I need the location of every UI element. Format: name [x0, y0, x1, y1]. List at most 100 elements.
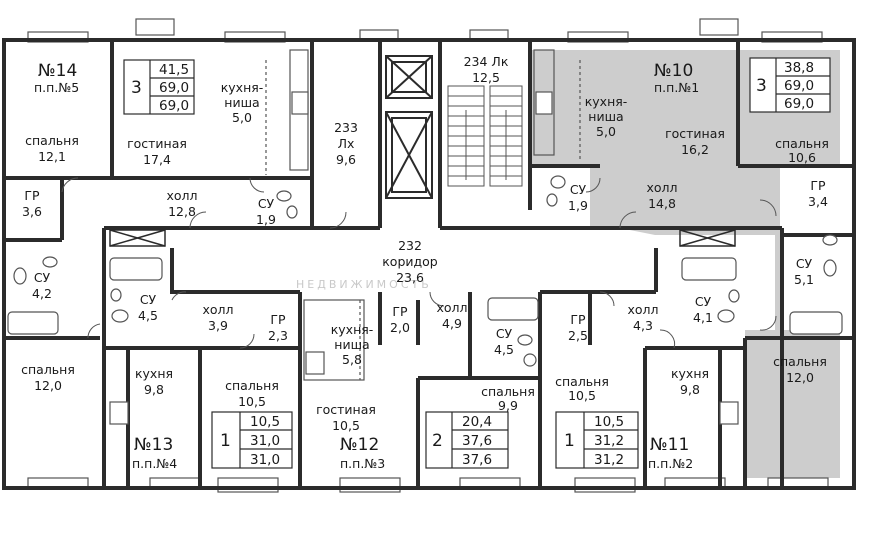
apartment-pp: п.п.№3 [340, 456, 385, 471]
area-value: 38,8 [784, 60, 814, 76]
elevator-shafts [385, 55, 433, 199]
room-name: холл [166, 188, 197, 203]
apartment-pp: п.п.№4 [132, 456, 177, 471]
room-name: спальня [225, 378, 279, 393]
room-area: 1,9 [256, 212, 276, 227]
room-name: ГР [24, 188, 40, 203]
room-area: 14,8 [648, 196, 676, 211]
room-name: кухня- [585, 94, 628, 109]
room-name: СУ [695, 294, 712, 309]
room-name: СУ [258, 196, 275, 211]
room-name: спальня [773, 354, 827, 369]
room-name: кухня [135, 366, 173, 381]
room-name: 232 [398, 238, 422, 253]
room-name: СУ [496, 326, 513, 341]
room-name: спальня [481, 384, 535, 399]
info-box-a10: 3 38,8 69,0 69,0 [749, 57, 831, 113]
room-area: 4,3 [633, 318, 653, 333]
room-name: СУ [796, 256, 813, 271]
apartment-pp: п.п.№1 [654, 80, 699, 95]
apartment-number: №10 [654, 61, 693, 81]
room-name: спальня [21, 362, 75, 377]
room-area: 9,8 [680, 382, 700, 397]
area-value: 37,6 [462, 433, 492, 449]
room-area: 17,4 [143, 152, 171, 167]
room-name: ГР [810, 178, 826, 193]
room-name: 234 Лк [464, 54, 509, 69]
room-name: СУ [34, 270, 51, 285]
room-name: спальня [25, 133, 79, 148]
room-area: 1,9 [568, 198, 588, 213]
room-area: 10,6 [788, 150, 816, 165]
info-box-a14: 3 41,5 69,0 69,0 [123, 59, 195, 115]
area-value: 10,5 [594, 414, 624, 430]
room-area: 4,5 [494, 342, 514, 357]
room-area: 9,8 [144, 382, 164, 397]
bathtubs [7, 257, 843, 335]
room-area: 10,5 [238, 394, 266, 409]
room-area: 5,1 [794, 272, 814, 287]
apartment-pp: п.п.№5 [34, 80, 79, 95]
room-name: Лх [338, 136, 355, 151]
room-name: ниша [334, 337, 369, 352]
rooms-count: 3 [131, 78, 142, 98]
staircase [447, 85, 523, 187]
room-name: холл [202, 302, 233, 317]
room-name: гостиная [316, 402, 376, 417]
room-labels: спальня 12,1 гостиная 17,4 кухня- ниша 5… [21, 54, 829, 433]
room-area: 23,6 [396, 270, 424, 285]
room-area: 10,5 [332, 418, 360, 433]
apartment-number: №11 [650, 435, 689, 455]
room-name: холл [646, 180, 677, 195]
room-area: 3,9 [208, 318, 228, 333]
area-value: 69,0 [784, 96, 814, 112]
room-name: ГР [270, 312, 286, 327]
room-area: 3,6 [22, 204, 42, 219]
info-box-a11: 1 10,5 31,2 31,2 [555, 411, 639, 469]
room-name: СУ [140, 292, 157, 307]
rooms-count: 2 [432, 431, 443, 451]
area-value: 37,6 [462, 452, 492, 468]
room-area: 9,6 [336, 152, 356, 167]
room-name: ГР [570, 312, 586, 327]
room-name: СУ [570, 182, 587, 197]
rooms-count: 1 [220, 431, 231, 451]
apartment-number: №12 [340, 435, 379, 455]
room-area: 12,1 [38, 149, 66, 164]
room-name: спальня [555, 374, 609, 389]
area-value: 31,0 [250, 433, 280, 449]
room-area: 3,4 [808, 194, 828, 209]
watermark: НЕДВИЖИМОСТЬ [296, 278, 432, 291]
room-name: гостиная [665, 126, 725, 141]
room-area: 12,0 [786, 370, 814, 385]
toilets [13, 175, 838, 367]
room-area: 4,5 [138, 308, 158, 323]
area-value: 31,2 [594, 433, 624, 449]
room-name: кухня- [221, 80, 264, 95]
room-area: 12,8 [168, 204, 196, 219]
info-box-a12: 2 20,4 37,6 37,6 [425, 411, 509, 469]
room-area: 9,9 [498, 398, 518, 413]
room-area: 2,0 [390, 320, 410, 335]
walls [2, 38, 856, 490]
room-area: 12,5 [472, 70, 500, 85]
room-name: холл [627, 302, 658, 317]
room-area: 16,2 [681, 142, 709, 157]
room-area: 5,0 [232, 110, 252, 125]
door-swings [61, 177, 777, 349]
room-area: 4,2 [32, 286, 52, 301]
room-area: 5,0 [596, 124, 616, 139]
area-value: 69,0 [159, 98, 189, 114]
room-area: 2,3 [268, 328, 288, 343]
area-value: 69,0 [784, 78, 814, 94]
room-area: 4,9 [442, 316, 462, 331]
room-name: 233 [334, 120, 358, 135]
area-value: 41,5 [159, 62, 189, 78]
area-value: 20,4 [462, 414, 492, 430]
room-area: 12,0 [34, 378, 62, 393]
area-value: 10,5 [250, 414, 280, 430]
room-name: ГР [392, 304, 408, 319]
info-box-a13: 1 10,5 31,0 31,0 [211, 411, 293, 469]
room-area: 4,1 [693, 310, 713, 325]
apartment-number: №13 [134, 435, 173, 455]
